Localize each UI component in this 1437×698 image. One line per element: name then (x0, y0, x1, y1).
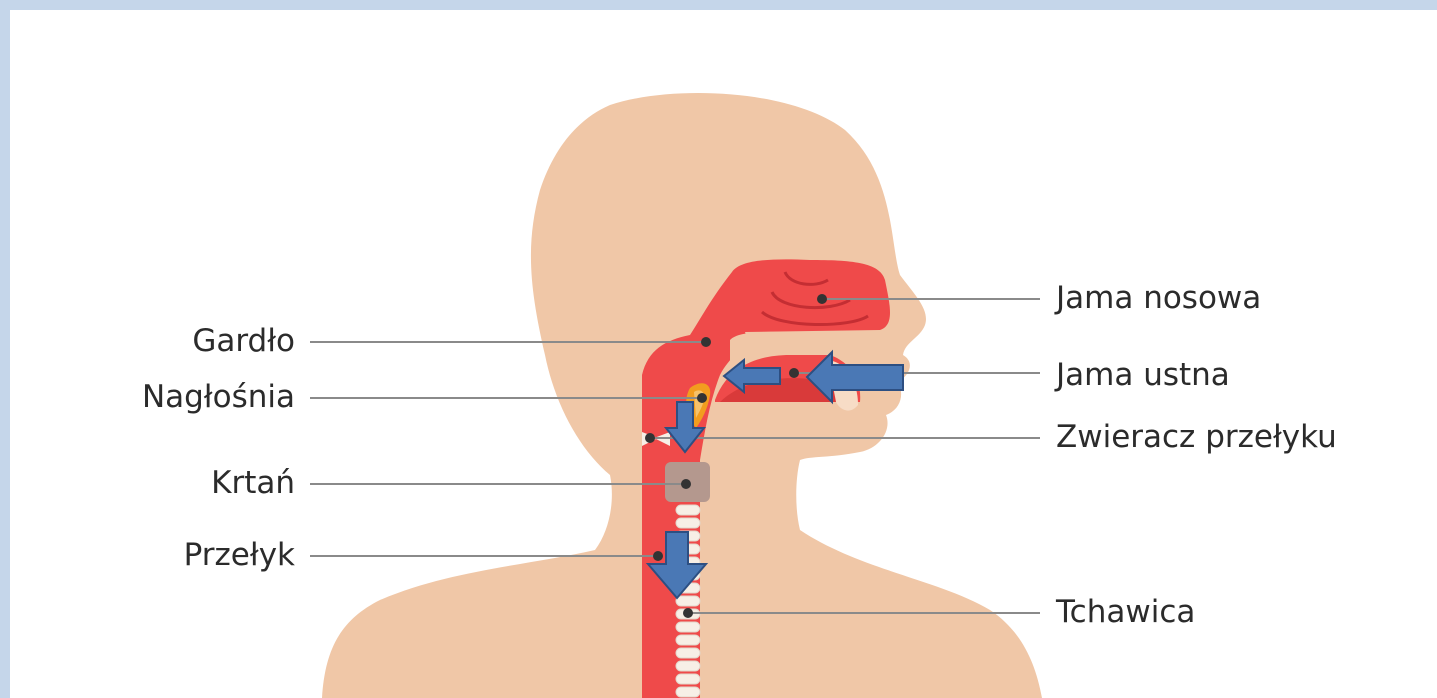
label-tchawica: Tchawica (1056, 597, 1195, 628)
label-jama-nosowa: Jama nosowa (1056, 283, 1261, 314)
label-jama-ustna: Jama ustna (1056, 360, 1230, 391)
nasal-cavity (730, 259, 890, 332)
label-zwieracz-przelyku: Zwieracz przełyku (1056, 422, 1337, 453)
label-naglosnia: Nagłośnia (142, 382, 295, 413)
label-krtan: Krtań (211, 468, 295, 499)
diagram-frame: Gardło Nagłośnia Krtań Przełyk Jama noso… (10, 10, 1437, 698)
label-gardlo: Gardło (192, 326, 295, 357)
label-przelyk: Przełyk (184, 540, 295, 571)
